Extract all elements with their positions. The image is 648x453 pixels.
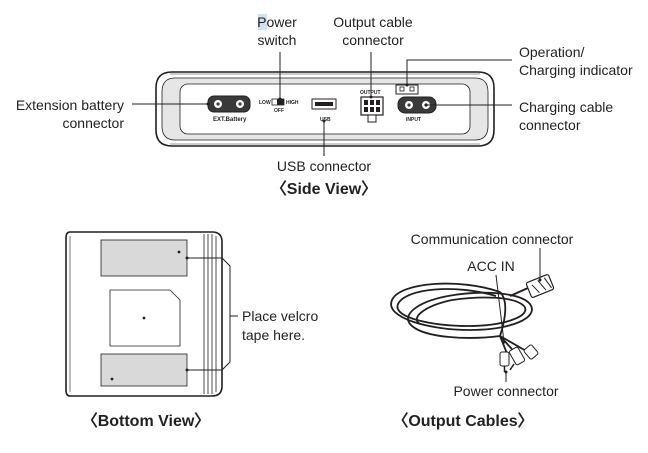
bottom-view: Place velcro tape here. 〈Bottom View〉 xyxy=(65,231,318,430)
usb-text: USB xyxy=(320,117,331,123)
velcro-pad-bottom xyxy=(100,353,188,387)
output-text: OUTPUT xyxy=(360,90,381,96)
ext-battery-connector[interactable] xyxy=(207,95,251,113)
acc-in-leader xyxy=(495,274,505,343)
usb-connector-label: USB connector xyxy=(277,158,371,174)
power-switch-label-2: switch xyxy=(258,32,297,48)
charging-cable-label-2: connector xyxy=(519,117,581,133)
indicator-leader xyxy=(406,59,512,85)
output-cables: Communication connector ACC IN Power con… xyxy=(390,231,574,430)
bottom-view-caption: 〈Bottom View〉 xyxy=(82,412,211,430)
power-switch-label-1: Power xyxy=(257,14,297,30)
power-plug xyxy=(499,351,510,372)
usb-port[interactable] xyxy=(311,98,337,110)
acc-in-plug xyxy=(508,346,526,371)
communication-label: Communication connector xyxy=(411,231,574,247)
velcro-pad-top xyxy=(100,239,188,277)
acc-in-label: ACC IN xyxy=(467,258,514,274)
ext-battery-label-1: Extension battery xyxy=(16,97,124,113)
power-switch[interactable] xyxy=(271,98,285,106)
side-view-caption: 〈Side View〉 xyxy=(271,180,377,198)
output-cables-caption: 〈Output Cables〉 xyxy=(392,412,533,430)
operation-label-1: Operation/ xyxy=(519,44,584,60)
velcro-label-1: Place velcro xyxy=(242,308,318,324)
velcro-label-2: tape here. xyxy=(242,327,305,343)
ext-battery-text: EXT.Battery xyxy=(213,117,247,123)
output-cable-label-1: Output cable xyxy=(333,14,413,30)
switch-off-text: OFF xyxy=(274,108,284,114)
input-text: INPUT xyxy=(406,117,421,123)
switch-high-text: HIGH xyxy=(286,100,299,106)
switch-low-text: LOW xyxy=(259,100,271,106)
power-connector-label: Power connector xyxy=(453,383,558,399)
ext-battery-label-2: connector xyxy=(63,115,125,131)
output-cable-label-2: connector xyxy=(342,32,404,48)
cable-coil xyxy=(390,282,533,359)
charging-cable-label-1: Charging cable xyxy=(519,99,613,115)
velcro-bracket xyxy=(187,257,231,371)
communication-plug xyxy=(509,274,555,298)
side-view: EXT.Battery LOW HIGH OFF USB OUTPUT xyxy=(16,14,633,198)
operation-label-2: Charging indicator xyxy=(519,62,633,78)
